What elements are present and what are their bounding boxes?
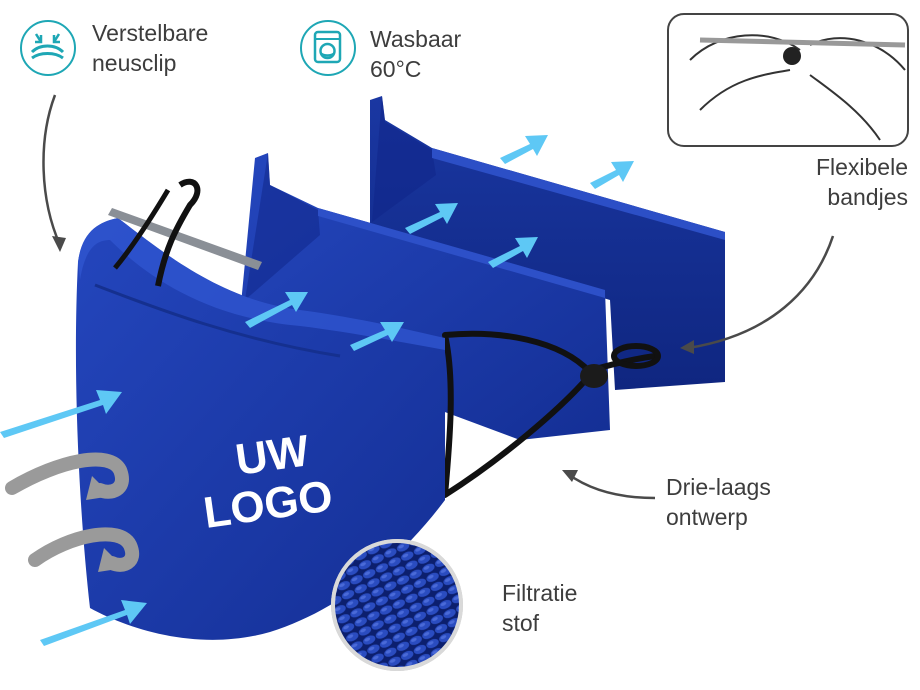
strap-inset xyxy=(667,13,909,147)
filter-label: Filtratie stof xyxy=(502,580,578,636)
washing-machine-icon xyxy=(300,20,356,76)
strap-toggle xyxy=(580,364,608,388)
airflow-arrows xyxy=(0,135,634,646)
callout-arrows xyxy=(42,94,835,500)
exhale-arrows xyxy=(5,452,139,572)
nose-clip-icon xyxy=(20,20,76,76)
ear-strap xyxy=(442,330,658,498)
straps-label: Flexibele bandjes xyxy=(815,154,908,210)
nose-clip xyxy=(108,178,262,287)
mask-layer-back xyxy=(370,96,725,390)
mask-layer-front xyxy=(75,218,445,640)
logo-uw: UW xyxy=(233,426,313,485)
layers-label: Drie-laags ontwerp xyxy=(666,474,771,530)
washable-label: Wasbaar 60°C xyxy=(370,26,462,82)
nose-clip-label: Verstelbare neusclip xyxy=(92,20,209,76)
